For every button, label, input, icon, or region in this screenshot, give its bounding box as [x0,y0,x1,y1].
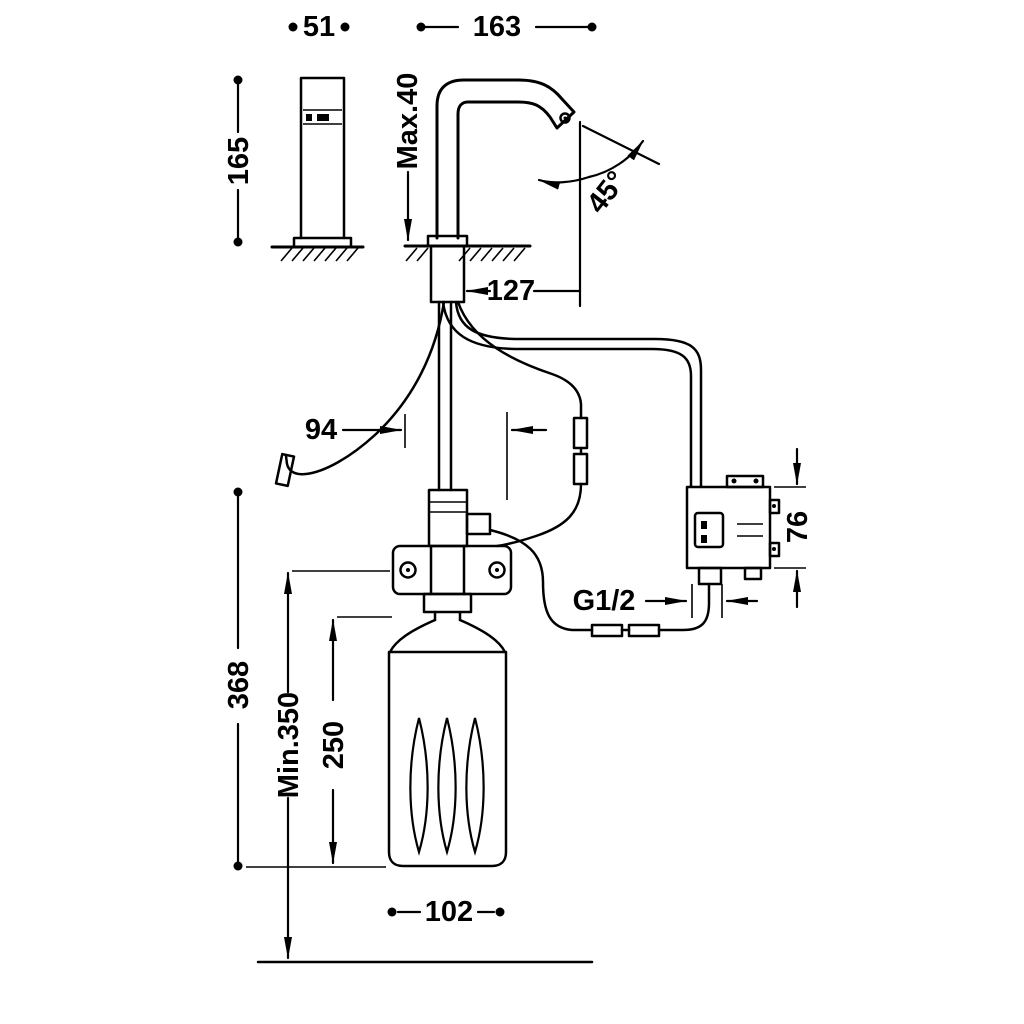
cartridge-grip-wave-2 [437,717,457,856]
valve-column [429,544,466,596]
socket-detail [693,511,725,549]
valve-body [427,488,469,548]
dim-label-250: 250 [318,721,350,769]
dim-label-94: 94 [305,414,337,446]
swivel-line [581,124,661,166]
sensor-cable-connector [274,452,296,488]
side-counter-hatch [280,247,359,262]
side-tab-dot-2 [772,547,776,551]
dim-label-102: 102 [425,896,473,928]
hose-to-valve [437,300,453,492]
sensor-mark-small [306,114,312,121]
inline-connector-2 [572,452,589,486]
dim-102: 102 [387,896,505,928]
ext-lines [774,486,806,569]
dim-label-163: 163 [473,11,521,43]
dim-label-76: 76 [782,511,814,543]
control-box-top-tab [725,474,765,489]
control-box-side-tab-2 [768,541,781,558]
dim-label-min350: Min.350 [273,692,305,798]
side-view-outline [299,76,346,240]
side-tab-dot-1 [772,504,776,508]
swivel-arc-right [587,139,645,179]
mounting-bracket [391,544,513,596]
cartridge-neck [433,610,462,622]
dim-dot [233,861,243,871]
inline-connector-1 [572,416,589,450]
dim-dot [233,237,243,247]
dim-165: 165 [223,75,255,247]
top-tab-screw-2 [753,478,759,484]
dim-dot [587,22,597,32]
control-box-body [685,485,772,570]
bracket-screw-left [399,561,417,579]
front-counter-hatch [405,247,526,262]
dim-45deg: 45° [537,124,661,220]
spout-outlet-dot [563,116,567,120]
swivel-arc-left [537,175,591,190]
bracket-screw-left-dot [406,568,410,572]
dim-51: 51 [288,11,350,43]
ext-ticks [691,584,723,618]
side-view [270,76,365,262]
control-box-side-tab-1 [768,498,781,515]
bracket-screw-right-dot [495,568,499,572]
dim-dot [233,75,243,85]
hose-to-box-a [441,300,693,488]
cartridge-collar [422,592,473,614]
dim-368: 368 [223,487,386,871]
dim-g12: G1/2 [573,584,759,618]
dim-label-127: 127 [487,275,535,307]
outlet-hose-connector-1 [590,623,624,638]
control-box [685,474,781,586]
dim-label-368: 368 [223,661,255,709]
control-box-foot-left [697,566,723,586]
dim-dot [233,487,243,497]
dim-max40: Max.40 [392,73,424,242]
sensor-mark-large [317,114,329,121]
dim-label-51: 51 [303,11,335,43]
hoses [274,300,711,638]
dim-dot [340,22,350,32]
top-tab-screw-1 [731,478,737,484]
cartridge-grip-wave-3 [465,717,485,856]
outlet-hose-connector-2 [627,623,661,638]
dim-dot [387,907,397,917]
sensor-window-lines [303,109,342,125]
sensor-cable [284,300,446,476]
control-box-lines [737,523,763,537]
dim-76: 76 [774,447,814,609]
cartridge-body [387,650,508,868]
dim-label-45: 45° [581,165,633,219]
solenoid-valve [391,488,513,622]
dim-label-g12: G1/2 [573,585,636,617]
dim-94: 94 [305,412,548,500]
dim-dot [416,22,426,32]
dim-dot [495,907,505,917]
socket-slot-1 [701,521,707,529]
soap-cartridge [387,618,508,868]
socket-slot-2 [701,535,707,543]
faucet-shank [429,244,466,304]
dim-label-165: 165 [223,137,255,185]
spout-outlet [559,112,571,124]
bracket-screw-right [488,561,506,579]
cartridge-shoulder [388,618,507,654]
dim-127: 127 [465,120,582,308]
control-box-foot-right [743,566,763,581]
dim-min350: Min.350 [273,570,390,960]
cartridge-grip-wave-1 [409,717,429,856]
dim-label-max40: Max.40 [392,73,424,170]
dim-163: 163 [416,11,597,43]
front-view-faucet [403,78,576,304]
valve-body-lines [429,501,467,513]
dim-dot [288,22,298,32]
valve-side-port [465,512,492,536]
dim-250: 250 [318,616,392,865]
faucet-outline [435,78,576,240]
hose-to-box-b [454,300,703,488]
